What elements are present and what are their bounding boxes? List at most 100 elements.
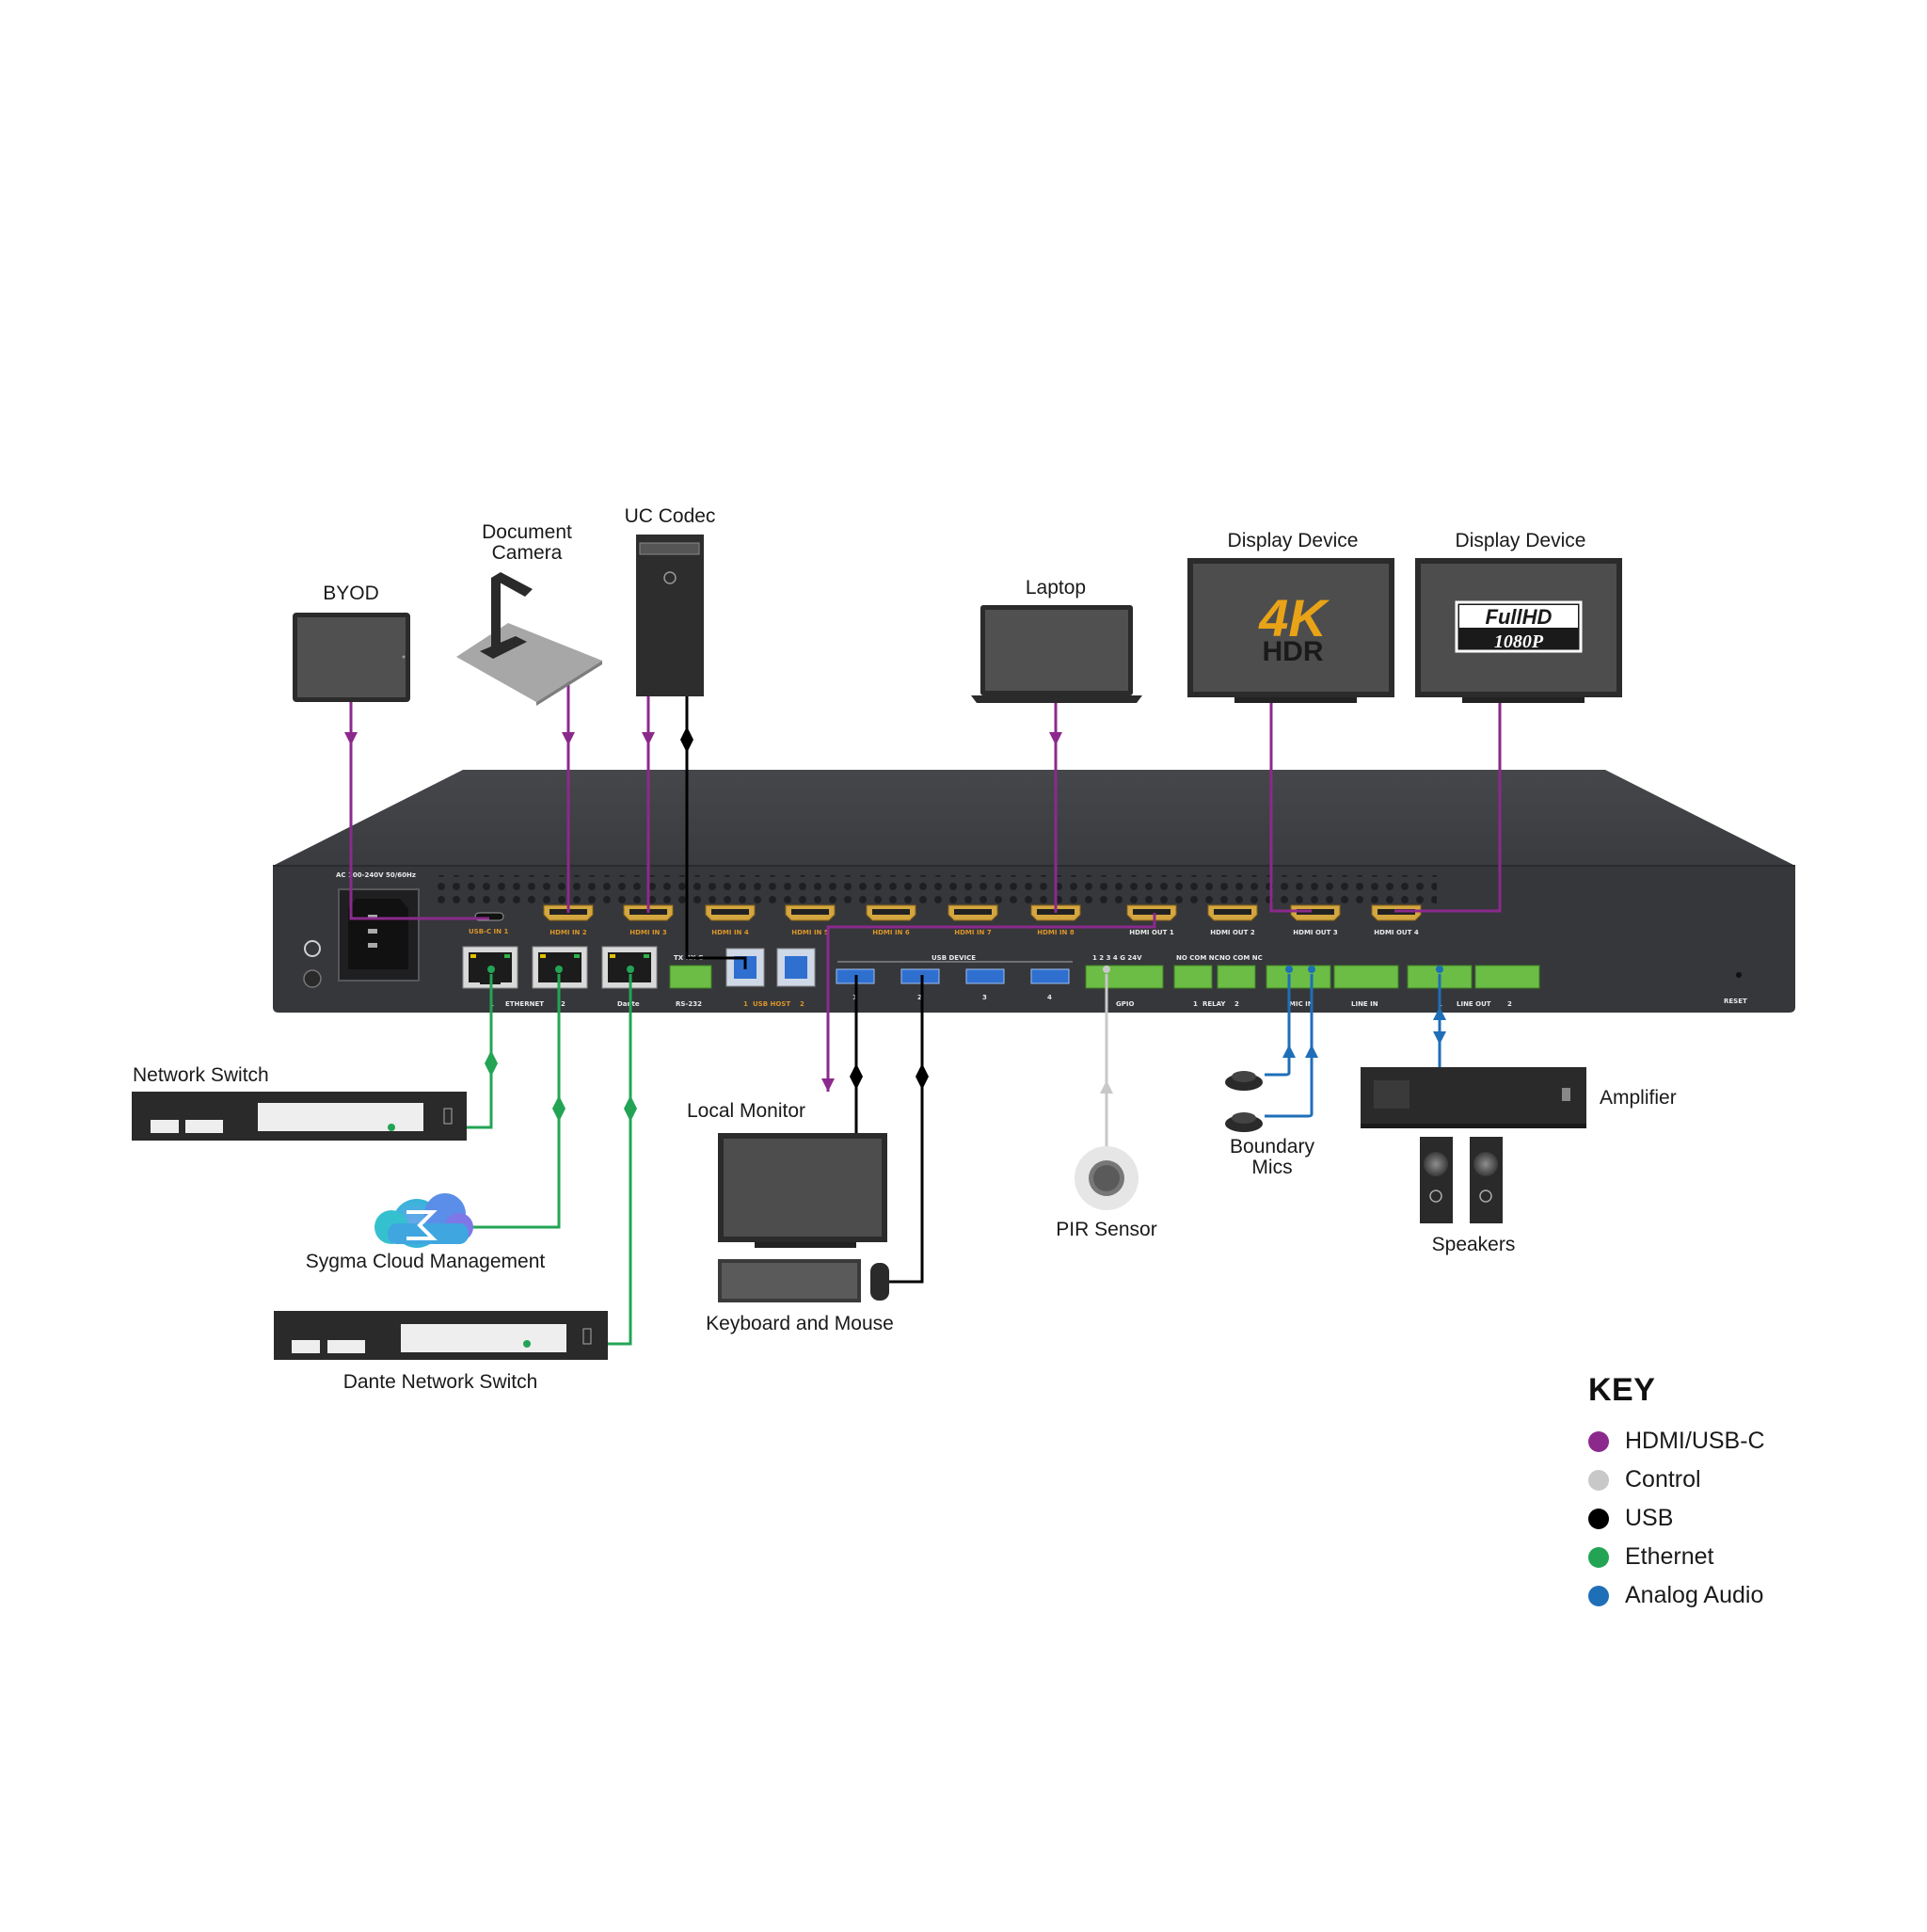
document-camera [456,572,602,706]
hdmi-out-4-port-label: HDMI OUT 4 [1374,929,1419,936]
relay-pins-2: NO COM NC [1219,954,1263,962]
legend-label-control: Control [1625,1466,1701,1493]
document-camera-label: Document Camera [482,522,572,564]
legend-dot-control [1588,1470,1609,1491]
display-hdr-logo: HDR [1263,636,1324,667]
display-device-4k: 4K HDR [1187,558,1394,703]
usb-host-num-2: 2 [800,1000,804,1008]
legend-label-hdmi: HDMI/USB-C [1625,1428,1765,1455]
num-2-label: 2 [561,1000,565,1008]
keyboard-and-mouse [718,1259,889,1302]
legend-label-usb: USB [1625,1505,1673,1532]
usb-device-num-3: 3 [982,994,987,1001]
amplifier-label: Amplifier [1600,1088,1677,1109]
network-switch [132,1092,467,1141]
reset-label: RESET [1724,998,1747,1005]
boundary-mics-label-line-1: Boundary [1230,1137,1314,1158]
hdmi-in-7-port-label: HDMI IN 7 [954,929,992,936]
laptop [971,605,1142,703]
relay-num-2: 2 [1234,1000,1239,1008]
legend-dot-usb [1588,1509,1609,1529]
uc-codec-label: UC Codec [625,506,716,527]
byod-tablet [293,613,410,702]
rs232-label: RS-232 [676,1000,702,1008]
display-device-2-label: Display Device [1456,531,1586,551]
cable-dante-switch [527,974,630,1344]
hdmi-in-6-port-label: HDMI IN 6 [872,929,910,936]
hdmi-out-2-port[interactable]: HDMI OUT 2 [1208,905,1257,936]
usb-device-4[interactable] [1031,969,1069,983]
power-rating-text: AC 100-240V 50/60Hz [336,871,416,879]
hdmi-out-1-port[interactable]: HDMI OUT 1 [1127,905,1176,936]
network-switch-label: Network Switch [133,1065,269,1086]
line-out-num-2: 2 [1507,1000,1512,1008]
legend-dot-audio [1588,1586,1609,1606]
hdmi-in-4-port-label: HDMI IN 4 [711,929,749,936]
boundary-mics-label-line-2: Mics [1230,1158,1314,1178]
usbc-label: USB-C IN 1 [469,928,508,935]
hdmi-in-6-port[interactable]: HDMI IN 6 [867,905,916,936]
pir-sensor-label: PIR Sensor [1056,1220,1156,1240]
keyboard-mouse-label: Keyboard and Mouse [706,1314,894,1334]
legend-row-hdmi: HDMI/USB-C [1588,1422,1871,1461]
legend-row-audio: Analog Audio [1588,1576,1871,1615]
legend-dot-ethernet [1588,1547,1609,1568]
hdmi-in-5-port-label: HDMI IN 5 [791,929,829,936]
dante-label: Dante [617,1000,640,1008]
hdmi-out-2-port-label: HDMI OUT 2 [1210,929,1255,936]
legend-dot-hdmi [1588,1431,1609,1452]
legend-key: KEY HDMI/USB-C Control USB Ethernet Anal… [1588,1372,1871,1615]
byod-label: BYOD [323,583,379,604]
chassis-top [273,770,1795,866]
display-fullhd-logo: FullHD [1486,605,1553,629]
relay-label: RELAY [1202,1000,1226,1008]
av-processor-unit: AC 100-240V 50/60Hz USB-C IN 1 HDMI IN 2… [273,770,1795,1013]
speakers-label: Speakers [1432,1235,1516,1255]
hdmi-in-8-port-label: HDMI IN 8 [1037,929,1075,936]
sygma-cloud-label: Sygma Cloud Management [306,1252,545,1272]
mounting-screw [304,970,321,987]
legend-row-control: Control [1588,1461,1871,1499]
display-device-1-label: Display Device [1228,531,1359,551]
boundary-mics-label: Boundary Mics [1230,1137,1314,1178]
laptop-label: Laptop [1026,578,1086,599]
dante-network-switch-label: Dante Network Switch [343,1372,538,1393]
local-monitor [718,1133,887,1248]
uc-codec-tower [636,535,704,696]
display-1080p-logo: 1080P [1494,631,1544,652]
usb-host-label: USB HOST [753,1000,790,1008]
relay-num-1: 1 [1193,1000,1198,1008]
hdmi-out-1-port-label: HDMI OUT 1 [1129,929,1174,936]
gpio-label: GPIO [1116,1000,1134,1008]
legend-label-ethernet: Ethernet [1625,1543,1714,1571]
hdmi-in-2-port-label: HDMI IN 2 [549,929,587,936]
gpio-pins: 1 2 3 4 G 24V [1092,954,1142,962]
vent-holes [435,875,1437,903]
usb-device-num-4: 4 [1047,994,1052,1001]
boundary-mics [1225,1071,1263,1132]
pir-sensor [1075,1146,1139,1210]
speakers [1420,1137,1503,1223]
line-in-label: LINE IN [1351,1000,1378,1008]
hdmi-in-7-port[interactable]: HDMI IN 7 [948,905,997,936]
legend-title: KEY [1588,1372,1871,1409]
amplifier [1361,1067,1586,1128]
legend-row-ethernet: Ethernet [1588,1538,1871,1576]
dante-network-switch [274,1311,608,1360]
usb-device-2[interactable] [901,969,939,983]
mic-in-label: MIC IN [1289,1000,1314,1008]
display-device-fullhd: FullHD 1080P [1415,558,1622,703]
hdmi-in-3-port-label: HDMI IN 3 [629,929,667,936]
usb-host-num-1: 1 [743,1000,748,1008]
sygma-cloud-logo [374,1193,473,1248]
hdmi-out-3-port-label: HDMI OUT 3 [1293,929,1338,936]
usb-device-3[interactable] [966,969,1004,983]
document-camera-label-line-1: Document [482,522,572,543]
legend-row-usb: USB [1588,1499,1871,1538]
hdmi-in-4-port[interactable]: HDMI IN 4 [706,905,755,936]
legend-label-audio: Analog Audio [1625,1582,1763,1609]
reset-button[interactable] [1736,972,1742,978]
ethernet-label: ETHERNET [505,1000,544,1008]
